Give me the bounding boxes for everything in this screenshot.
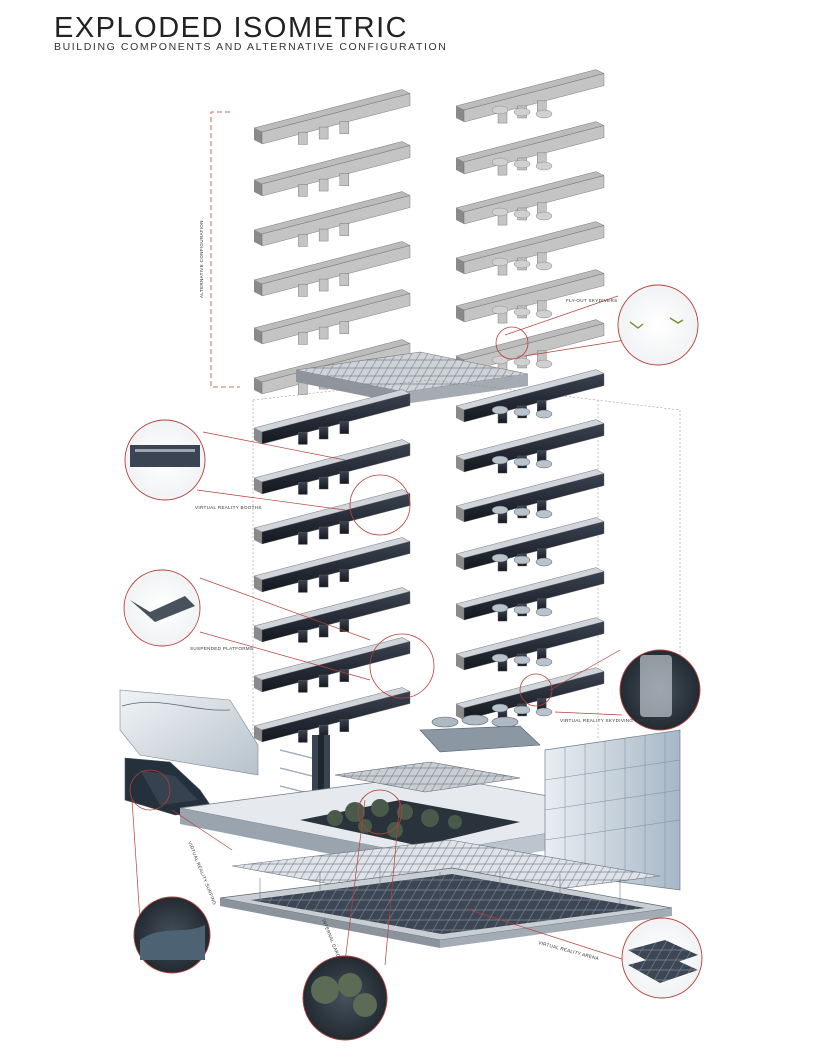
pod-ghost [513, 107, 531, 117]
ghost-floor-right [455, 69, 605, 124]
pod [513, 605, 531, 615]
callout-internal-garden [302, 789, 403, 1041]
callout-suspended-platforms [123, 569, 435, 699]
pod [513, 705, 531, 715]
ghost-floor-stack [253, 69, 605, 395]
pod [535, 707, 553, 717]
floor-right [455, 419, 605, 474]
pod [535, 657, 553, 667]
pod-ghost [513, 159, 531, 169]
pod-ghost [535, 309, 553, 319]
pod-ghost [535, 261, 553, 271]
ghost-floor-left [253, 141, 411, 197]
callout-wind-tunnel [519, 649, 701, 731]
floor-left [253, 687, 411, 743]
callout-lines [131, 295, 626, 966]
floor-right [455, 469, 605, 524]
pod [535, 409, 553, 419]
pod [491, 653, 509, 663]
ghost-floor-left [253, 241, 411, 297]
virtual-reality-booths-label: VIRTUAL REALITY BOOTHS [195, 505, 262, 510]
callout-virtual-reality-arena [621, 917, 703, 999]
fly-out-skydivers-label: FLY-OUT SKYDIVERS [566, 298, 617, 303]
pod-ghost [491, 105, 509, 115]
floor-left [253, 537, 411, 593]
pod [491, 455, 509, 465]
pod [491, 703, 509, 713]
floor-right [455, 517, 605, 572]
ghost-floor-left [253, 289, 411, 345]
ghost-floor-left [253, 191, 411, 247]
pod-ghost [491, 355, 509, 365]
pod [535, 607, 553, 617]
wind-tunnel-label: VIRTUAL REALITY SKYDIVING WIND TUNNEL [560, 718, 670, 723]
floor-left [253, 439, 411, 495]
floor-left [253, 637, 411, 693]
pod-ghost [513, 307, 531, 317]
ghost-floor-right [455, 221, 605, 276]
pod-ghost [535, 359, 553, 369]
pod-ghost [491, 305, 509, 315]
ghost-floor-right [455, 269, 605, 324]
floor-right [455, 617, 605, 672]
callout-virtual-reality-surfing [129, 769, 211, 974]
pod-ghost [513, 209, 531, 219]
pod-ghost [535, 161, 553, 171]
ghost-floor-right [455, 171, 605, 226]
floor-left [253, 389, 411, 445]
arena-levels [219, 839, 673, 948]
surfing-label: VIRTUAL REALITY SURFING [187, 841, 217, 906]
ghost-floor-right [455, 121, 605, 176]
pod [513, 457, 531, 467]
pod [535, 557, 553, 567]
floor-right [455, 567, 605, 622]
pod-ghost [535, 109, 553, 119]
page-subtitle: BUILDING COMPONENTS AND ALTERNATIVE CONF… [54, 41, 448, 53]
suspended-platforms-label: SUSPENDED PLATFORMS [190, 646, 253, 651]
alternative-configuration-label: ALTERNATIVE CONFIGURATION [199, 220, 204, 298]
pod [513, 507, 531, 517]
callout-fly-out-skydivers [495, 284, 699, 366]
pod [513, 407, 531, 417]
pod-ghost [513, 357, 531, 367]
pod [491, 505, 509, 515]
dark-floor-stack [253, 369, 605, 743]
ghost-floor-left [253, 89, 411, 145]
pod-ghost [491, 257, 509, 267]
pod [513, 655, 531, 665]
transition-slab [295, 351, 529, 404]
callout-virtual-reality-booths [124, 419, 411, 536]
floor-left [253, 587, 411, 643]
pod [491, 553, 509, 563]
pod-ghost [513, 259, 531, 269]
alternative-configuration-bracket: ALTERNATIVE CONFIGURATION [199, 111, 240, 388]
pod-ghost [535, 211, 553, 221]
arena-label: VIRTUAL REALITY ARENA [538, 940, 600, 961]
page-title: EXPLODED ISOMETRIC [54, 12, 409, 44]
pod-ghost [491, 207, 509, 217]
floor-left [253, 489, 411, 545]
pod [513, 555, 531, 565]
pod [491, 603, 509, 613]
pod [491, 405, 509, 415]
pod [535, 509, 553, 519]
pod [535, 459, 553, 469]
pod-ghost [491, 157, 509, 167]
